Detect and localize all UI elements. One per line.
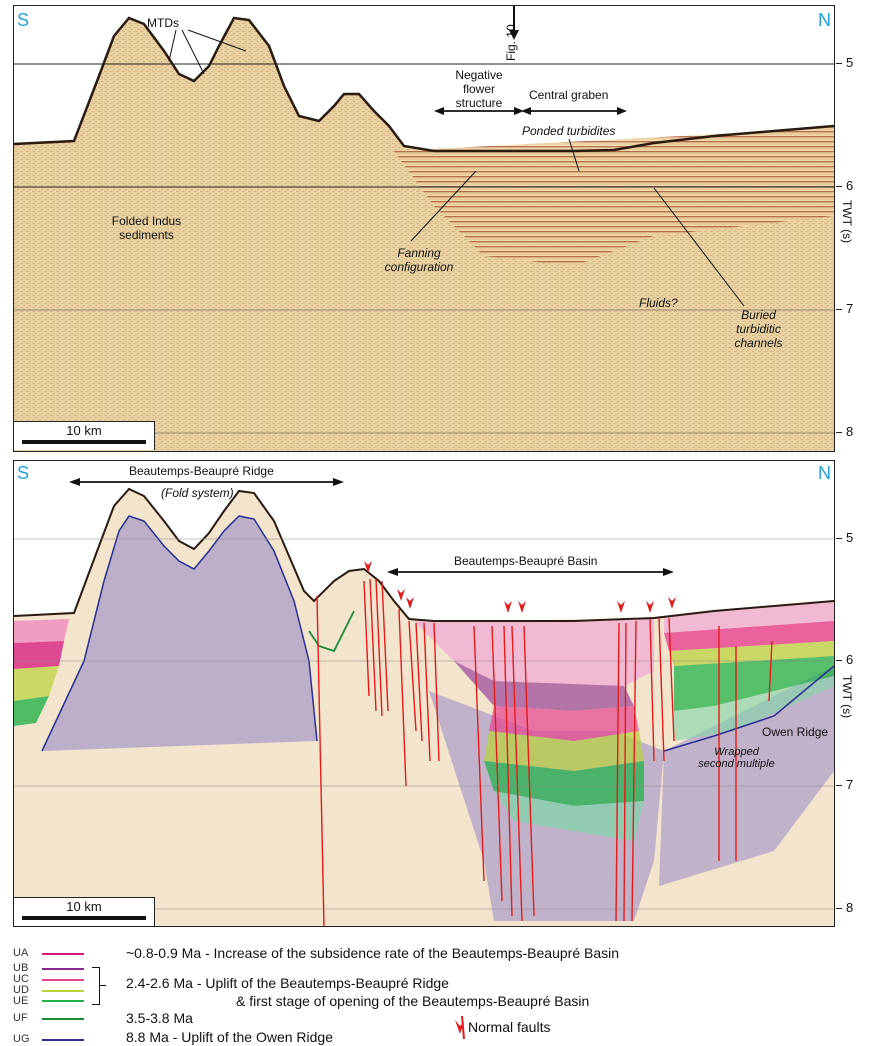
negative-flower-line3: structure — [455, 96, 503, 110]
negative-flower-label: Negative flower structure — [444, 68, 514, 110]
tick-label-bottom-6: 6 — [846, 652, 854, 667]
tick-mark — [836, 309, 842, 310]
legend-line-ue — [42, 1000, 84, 1002]
tick-mark — [836, 432, 842, 433]
tick-mark — [836, 660, 842, 661]
legend-line-ud — [42, 990, 84, 992]
tick-label-top-8: 8 — [846, 424, 854, 439]
scale-bar-top-label: 10 km — [66, 423, 102, 438]
legend-bracket-tick — [100, 985, 106, 986]
wrapped-multiple-label: Wrapped second multiple — [689, 746, 784, 770]
basin-label: Beautemps-Beaupré Basin — [454, 554, 598, 568]
tick-label-top-7: 7 — [846, 301, 854, 316]
tick-label-top-6: 6 — [846, 178, 854, 193]
owen-ridge-label: Owen Ridge — [762, 725, 829, 739]
legend-text-ua: ~0.8-0.9 Ma - Increase of the subsidence… — [126, 945, 620, 961]
legend-code-ub: UB — [13, 962, 29, 974]
scale-bar-bottom-line — [22, 916, 146, 920]
legend-code-uc: UC — [13, 973, 29, 985]
legend-code-ud: UD — [13, 984, 29, 996]
fanning-line2: configuration — [384, 260, 454, 274]
axis-label-bottom: TWT (s) — [840, 675, 854, 719]
legend-code-ug: UG — [13, 1033, 30, 1045]
seismic-image-top — [14, 6, 834, 451]
seismic-profile-top: S N MTDs Fig. 10 Negative flower structu… — [13, 5, 835, 452]
tick-label-bottom-5: 5 — [846, 530, 854, 545]
north-label-top: N — [818, 10, 831, 30]
legend-code-uf: UF — [13, 1012, 28, 1024]
axis-label-top: TWT (s) — [840, 200, 854, 244]
interpretation-image-bottom — [14, 461, 834, 926]
mtds-label: MTDs — [147, 16, 179, 30]
tick-mark — [836, 538, 842, 539]
tick-label-bottom-8: 8 — [846, 900, 854, 915]
negative-flower-line1: Negative — [455, 68, 503, 82]
north-label-bottom: N — [818, 463, 831, 483]
legend-text-uf: 3.5-3.8 Ma — [126, 1010, 193, 1026]
scale-bar-bottom: 10 km — [14, 897, 155, 926]
fig-ref-label: Fig. 10 — [504, 24, 518, 61]
south-label-top: S — [17, 10, 30, 30]
scale-bar-bottom-label: 10 km — [66, 899, 102, 914]
legend-line-ua — [42, 953, 84, 955]
legend-code-ua: UA — [13, 947, 29, 959]
wrapped-line1: Wrapped — [714, 746, 759, 758]
legend-text-ug: 8.8 Ma - Uplift of the Owen Ridge — [126, 1029, 333, 1045]
fluids-label: Fluids? — [639, 296, 678, 310]
tick-mark — [836, 908, 842, 909]
legend-line-ub — [42, 968, 84, 970]
ridge-label: Beautemps-Beaupré Ridge — [129, 464, 274, 478]
legend-text-ub-ue-1: 2.4-2.6 Ma - Uplift of the Beautemps-Bea… — [126, 975, 449, 991]
tick-label-bottom-7: 7 — [846, 777, 854, 792]
legend-line-uf — [42, 1018, 84, 1020]
legend-line-ug — [42, 1039, 84, 1041]
tick-mark — [836, 785, 842, 786]
buried-line3: channels — [734, 336, 783, 350]
interpreted-profile-bottom: S N Beautemps-Beaupré Ridge (Fold system… — [13, 460, 835, 927]
buried-channels-label: Buried turbiditic channels — [726, 308, 791, 350]
normal-fault-icon — [455, 1015, 465, 1040]
fold-system-label: (Fold system) — [161, 486, 234, 500]
scale-bar-top-line — [22, 440, 146, 444]
south-label-bottom: S — [17, 463, 30, 483]
legend-line-uc — [42, 979, 84, 981]
negative-flower-line2: flower — [462, 82, 495, 96]
legend-text-normal-faults: Normal faults — [468, 1019, 551, 1035]
folded-indus-label: Folded Indus sediments — [99, 214, 194, 242]
tick-mark — [836, 63, 842, 64]
ponded-turbidites-label: Ponded turbidites — [522, 124, 616, 138]
tick-mark — [836, 186, 842, 187]
fanning-label: Fanning configuration — [379, 246, 459, 274]
folded-indus-line2: sediments — [119, 228, 174, 242]
fanning-line1: Fanning — [397, 246, 441, 260]
buried-line2: turbiditic — [736, 322, 781, 336]
folded-indus-line1: Folded Indus — [111, 214, 182, 228]
central-graben-label: Central graben — [529, 88, 609, 102]
wrapped-line2: second multiple — [698, 758, 775, 770]
legend-code-ue: UE — [13, 995, 29, 1007]
tick-label-top-5: 5 — [846, 55, 854, 70]
legend-text-ub-ue-2: & first stage of opening of the Beautemp… — [236, 993, 590, 1009]
buried-line1: Buried — [741, 308, 776, 322]
scale-bar-top: 10 km — [14, 421, 155, 450]
legend-bracket — [92, 967, 100, 1005]
